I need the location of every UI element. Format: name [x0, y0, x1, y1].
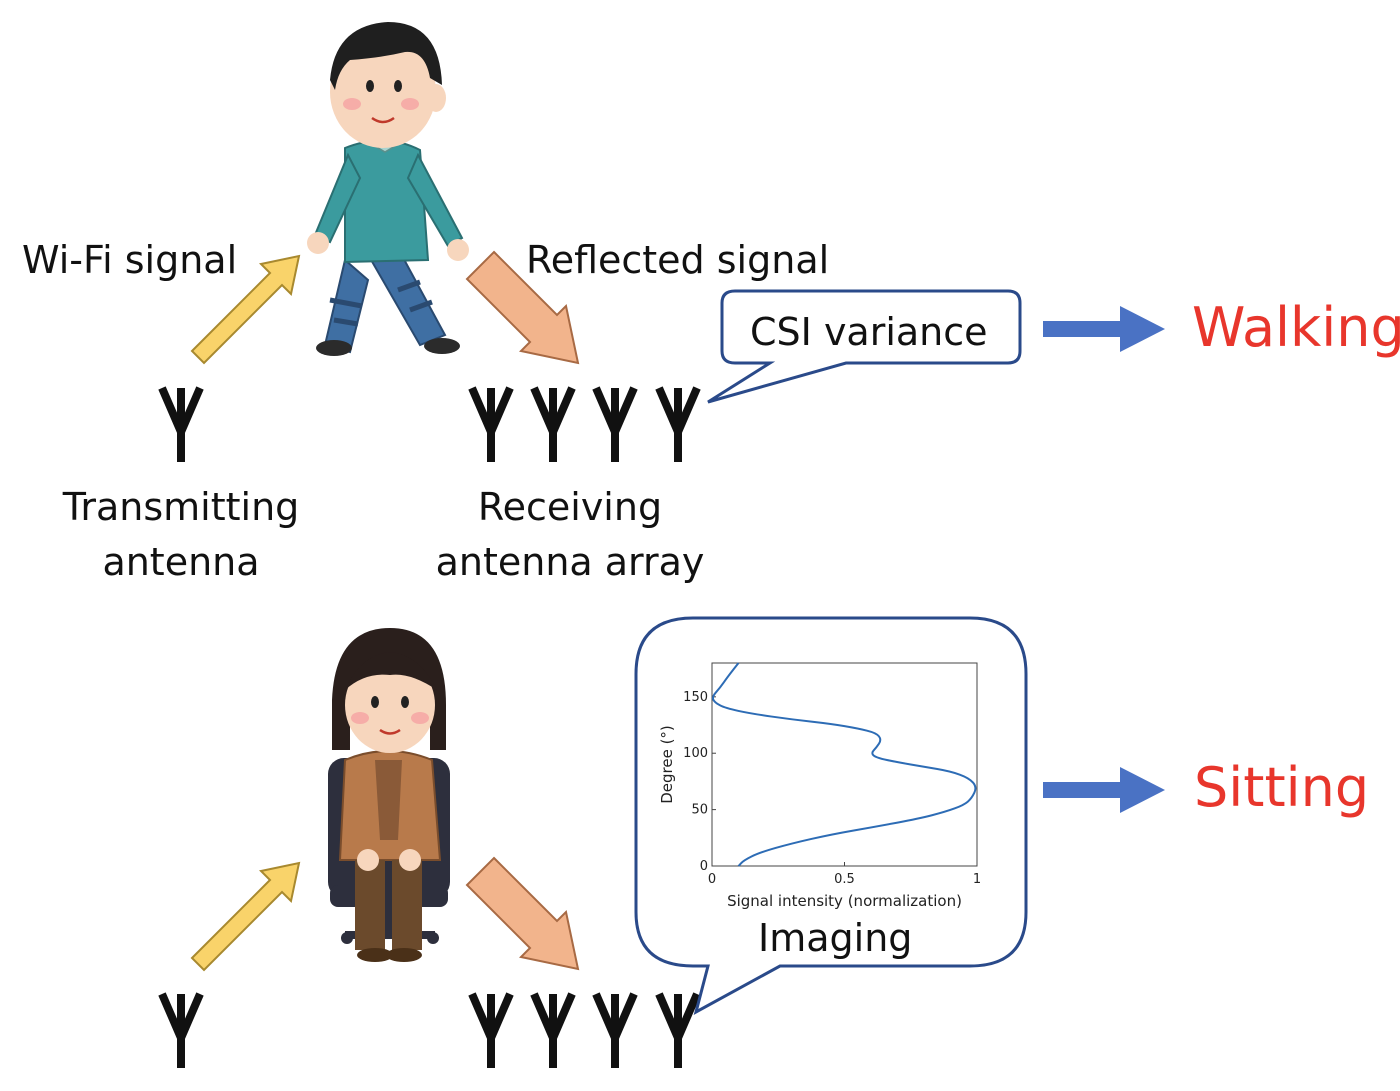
csi-variance-bubble	[707, 289, 1022, 404]
transmitting-antenna-icon	[162, 388, 200, 462]
x-tick-label: 0	[708, 872, 716, 887]
x-axis-label: Signal intensity (normalization)	[727, 892, 962, 910]
receiving-antenna-array-icon	[472, 388, 697, 462]
y-tick-label: 100	[683, 746, 708, 761]
arrow-right-icon-bottom	[1043, 767, 1165, 813]
sitting-person-figure	[328, 628, 450, 962]
receiving-antenna-line-2: antenna array	[435, 540, 705, 585]
reflected-signal-label: Reflected signal	[526, 238, 830, 282]
series-line	[711, 662, 977, 867]
transmitting-antenna-label: Transmitting antenna	[63, 480, 300, 590]
incident-arrow-top	[190, 254, 301, 365]
arrow-right-icon	[1043, 306, 1165, 352]
incident-arrow-bottom	[190, 861, 301, 972]
transmitting-antenna-line-1: Transmitting	[62, 485, 300, 529]
imaging-label: Imaging	[758, 916, 913, 960]
sitting-result-label: Sitting	[1194, 756, 1370, 819]
csi-variance-label: CSI variance	[750, 310, 988, 354]
receiving-antenna-line-1: Receiving	[477, 485, 663, 529]
reflected-arrow-bottom	[465, 856, 580, 971]
wifi-signal-label: Wi-Fi signal	[22, 238, 238, 282]
transmitting-antenna-line-2: antenna	[102, 540, 260, 585]
y-tick-label: 150	[683, 690, 708, 705]
transmitting-antenna-icon-bottom	[162, 994, 200, 1068]
x-tick-label: 0.5	[834, 872, 855, 887]
plot-frame	[711, 662, 978, 867]
walking-result-label: Walking	[1192, 296, 1400, 359]
reflected-arrow-top	[465, 250, 580, 365]
x-tick-label: 1	[973, 872, 981, 887]
y-axis-label: Degree (°)	[658, 725, 676, 804]
y-tick-label: 0	[700, 859, 708, 874]
receiving-antenna-label: Receiving antenna array	[436, 480, 705, 590]
y-tick-label: 50	[691, 803, 708, 818]
receiving-antenna-array-icon-bottom	[472, 994, 697, 1068]
walking-person-figure	[307, 22, 469, 356]
